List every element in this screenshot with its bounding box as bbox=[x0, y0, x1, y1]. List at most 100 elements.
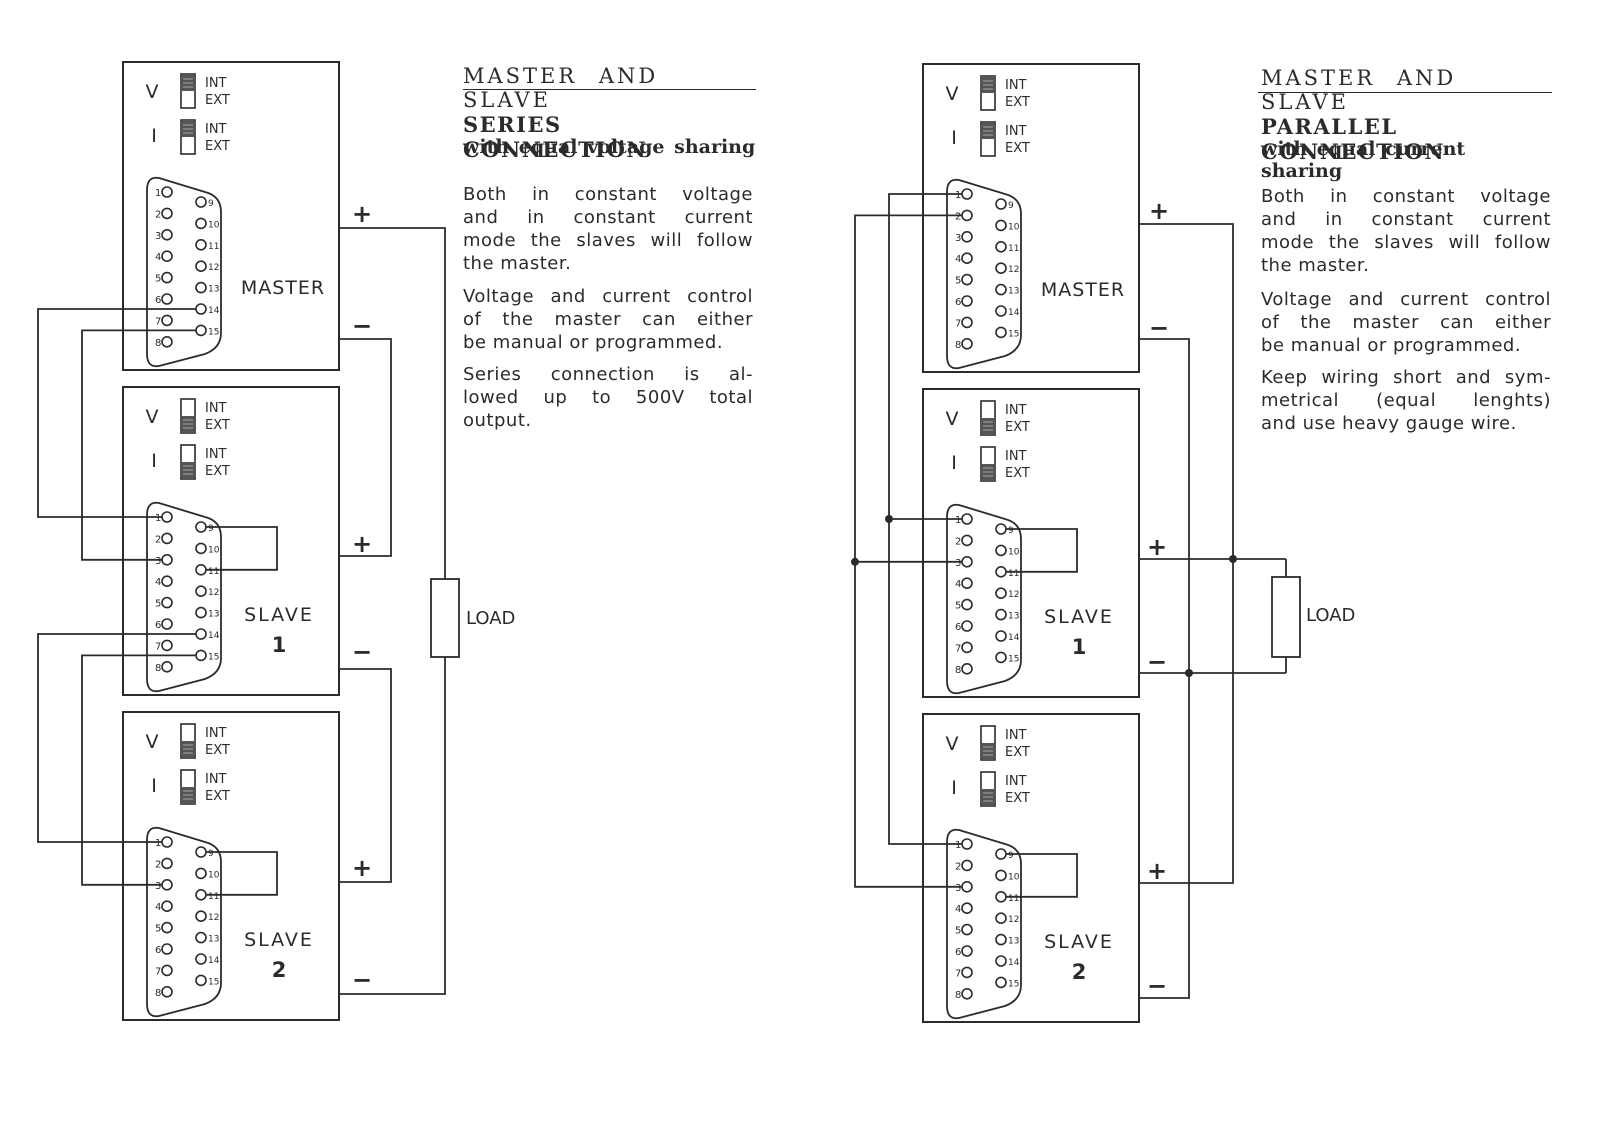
pin-label: 13 bbox=[1008, 612, 1019, 622]
pin-4 bbox=[961, 902, 973, 915]
pin-label: 8 bbox=[155, 988, 161, 999]
pin-12 bbox=[995, 262, 1007, 275]
switch-outline bbox=[980, 725, 996, 761]
unit-title: SLAVE bbox=[1044, 606, 1114, 628]
pin-label: 2 bbox=[155, 534, 161, 545]
pin-label: 11 bbox=[1008, 894, 1019, 904]
pin-label: 10 bbox=[208, 545, 220, 555]
pin-8 bbox=[961, 662, 973, 675]
pin-3 bbox=[961, 555, 973, 568]
wire-m14-s1p1 bbox=[37, 308, 196, 518]
pin-label: 12 bbox=[1008, 590, 1019, 600]
right-paragraph-2-line: of the master can either bbox=[1261, 312, 1551, 333]
pin-label: 7 bbox=[155, 641, 161, 652]
wire-s1p15-s2p3 bbox=[81, 654, 196, 886]
unit-box bbox=[922, 388, 1140, 698]
wire-load-minus bbox=[339, 657, 446, 995]
int-label: INT bbox=[1005, 449, 1027, 464]
pin-label: 10 bbox=[208, 220, 220, 230]
load-label: LOAD bbox=[1306, 605, 1355, 626]
unit-title: MASTER bbox=[241, 277, 325, 299]
switch-outline bbox=[980, 771, 996, 807]
pin-9 bbox=[195, 846, 207, 858]
pin-label: 5 bbox=[155, 924, 161, 935]
pin-3 bbox=[961, 880, 973, 893]
pin-label: 4 bbox=[155, 902, 161, 913]
pin-9 bbox=[995, 198, 1007, 210]
pin-7 bbox=[161, 964, 173, 977]
junction-dot bbox=[1229, 555, 1237, 563]
jumper-9-11 bbox=[206, 526, 278, 571]
unit-title: SLAVE bbox=[244, 604, 314, 626]
junction-dot bbox=[1185, 669, 1193, 677]
unit-number: 2 bbox=[1072, 960, 1087, 984]
pin-label: 2 bbox=[955, 211, 961, 222]
i-switch-label: I bbox=[151, 775, 157, 797]
left-paragraph-2-line: Voltage and current control bbox=[463, 286, 753, 307]
unit-box bbox=[922, 713, 1140, 1023]
pin-label: 10 bbox=[1008, 872, 1020, 882]
int-label: INT bbox=[1005, 774, 1027, 789]
pin-label: 2 bbox=[955, 861, 961, 872]
wire-s1p14-s2p1 bbox=[37, 633, 196, 843]
pin-13 bbox=[195, 606, 207, 619]
pin-label: 1 bbox=[155, 838, 161, 849]
switch-outline bbox=[980, 446, 996, 482]
pin-14 bbox=[995, 955, 1007, 967]
int-label: INT bbox=[205, 772, 227, 787]
pin-12 bbox=[995, 912, 1007, 925]
pin-9 bbox=[195, 521, 207, 533]
pin-4 bbox=[161, 250, 173, 263]
pin-13 bbox=[195, 281, 207, 294]
ext-label: EXT bbox=[1005, 95, 1030, 110]
i-switch-label: I bbox=[951, 777, 957, 799]
junction-dot bbox=[885, 515, 893, 523]
v-switch-label: V bbox=[946, 408, 959, 430]
pin-15 bbox=[995, 651, 1007, 664]
right-subheading: PARALLEL CONNECTION bbox=[1261, 114, 1446, 164]
pin-label: 8 bbox=[955, 340, 961, 351]
i-switch bbox=[180, 119, 196, 155]
left-paragraph-3-line: output. bbox=[463, 410, 532, 431]
unit-title: SLAVE bbox=[244, 929, 314, 951]
pin-7 bbox=[161, 314, 173, 327]
pin-14 bbox=[195, 303, 207, 315]
pin-3 bbox=[161, 553, 173, 566]
v-switch bbox=[180, 398, 196, 434]
pin-4 bbox=[961, 252, 973, 265]
v-switch bbox=[180, 73, 196, 109]
left-paragraph-1-line: Both in constant voltage bbox=[463, 184, 753, 205]
i-switch-label: I bbox=[151, 125, 157, 147]
pin-2 bbox=[961, 534, 973, 547]
pin-9 bbox=[195, 196, 207, 208]
switch-outline bbox=[180, 444, 196, 480]
left-paragraph-2-line: of the master can either bbox=[463, 309, 753, 330]
pin-label: 14 bbox=[208, 306, 220, 316]
pin-label: 1 bbox=[955, 190, 961, 201]
ext-label: EXT bbox=[1005, 791, 1030, 806]
int-label: INT bbox=[1005, 78, 1027, 93]
right-paragraph-2-line: Voltage and current control bbox=[1261, 289, 1551, 310]
left-subheading2: with equal voltage sharing bbox=[463, 136, 756, 158]
slave2-plus: + bbox=[1147, 857, 1167, 885]
unit-box bbox=[122, 711, 340, 1021]
pin-10 bbox=[195, 867, 207, 880]
right-paragraph-3-line: Keep wiring short and sym- bbox=[1261, 367, 1551, 388]
ext-label: EXT bbox=[205, 464, 230, 479]
unit-box bbox=[922, 63, 1140, 373]
switch-outline bbox=[980, 400, 996, 436]
slave1-minus: − bbox=[352, 638, 372, 666]
pin-7 bbox=[961, 316, 973, 329]
pin-5 bbox=[161, 921, 173, 934]
load-label: LOAD bbox=[466, 608, 515, 629]
left-paragraph-3-line: Series connection is al- bbox=[463, 364, 753, 385]
pin-label: 2 bbox=[155, 859, 161, 870]
pin-label: 5 bbox=[155, 599, 161, 610]
i-switch-label: I bbox=[951, 452, 957, 474]
pin-label: 9 bbox=[208, 199, 214, 209]
